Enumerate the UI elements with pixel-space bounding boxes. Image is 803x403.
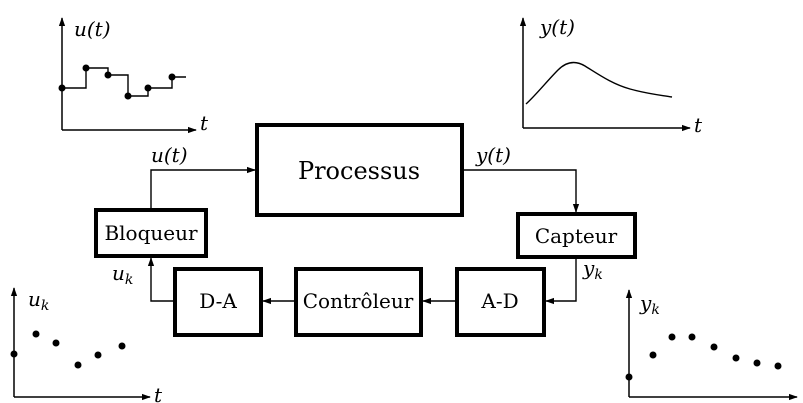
block-processus-label: Processus — [298, 157, 420, 185]
yk-plot-samples — [625, 333, 782, 381]
yk-plot: yk — [625, 289, 798, 401]
ut-sample — [82, 64, 90, 72]
yt-plot-curve — [525, 61, 673, 105]
ut-sample — [168, 73, 176, 81]
uk-plot-xlabel: t — [154, 383, 163, 403]
block-da-label: D-A — [199, 289, 237, 313]
ut-plot-xlabel: t — [200, 111, 209, 135]
arrow-processus-to-capteur — [462, 169, 580, 213]
yk-sample — [649, 351, 657, 359]
yk-sample — [688, 333, 696, 341]
uk-sample — [52, 339, 60, 347]
yk-sample — [774, 362, 782, 370]
ut-sample — [58, 84, 66, 92]
yt-plot: y(t) t — [519, 15, 703, 137]
block-ad: A-D — [455, 267, 546, 337]
signal-u-k: uk — [112, 261, 133, 288]
uk-sample — [94, 351, 102, 359]
yk-sample — [732, 354, 740, 362]
uk-plot-ylabel: uk — [28, 287, 49, 314]
yk-sample — [753, 359, 761, 367]
arrow-bloqueur-to-processus — [150, 166, 256, 210]
yt-plot-ylabel: y(t) — [539, 15, 575, 39]
block-bloqueur-label: Bloqueur — [104, 221, 198, 245]
yk-sample — [710, 343, 718, 351]
uk-sample — [74, 361, 82, 369]
block-controleur-label: Contrôleur — [303, 289, 414, 313]
yk-sample — [668, 333, 676, 341]
uk-sample — [32, 330, 40, 338]
block-controleur-box — [294, 267, 423, 337]
block-ad-box — [455, 267, 546, 337]
ut-sample — [104, 71, 112, 79]
ut-plot-step-curve — [62, 67, 186, 97]
ut-plot-samples — [58, 64, 176, 100]
yk-sample — [625, 373, 633, 381]
block-da: D-A — [173, 267, 263, 337]
block-processus: Processus — [255, 123, 464, 217]
arrow-capteur-to-ad — [545, 257, 577, 305]
ut-plot: u(t) t — [58, 17, 209, 135]
block-capteur: Capteur — [516, 212, 637, 259]
block-da-box — [173, 267, 263, 337]
signal-u-t: u(t) — [151, 143, 188, 167]
block-bloqueur: Bloqueur — [94, 208, 208, 258]
uk-sample — [118, 342, 126, 350]
ut-plot-ylabel: u(t) — [74, 17, 111, 41]
yk-plot-ylabel: yk — [639, 291, 660, 318]
block-controleur: Contrôleur — [294, 267, 423, 337]
signal-y-k: yk — [582, 256, 603, 283]
block-ad-label: A-D — [480, 289, 518, 313]
ut-sample — [144, 84, 152, 92]
signal-y-t: y(t) — [475, 143, 511, 167]
arrow-da-to-bloqueur — [147, 257, 175, 302]
block-processus-box — [255, 123, 464, 217]
block-capteur-label: Capteur — [535, 224, 618, 248]
uk-sample — [10, 350, 18, 358]
uk-plot-samples — [10, 330, 126, 369]
yt-plot-xlabel: t — [694, 113, 703, 137]
uk-plot: uk t — [10, 287, 163, 403]
ut-sample — [124, 92, 132, 100]
